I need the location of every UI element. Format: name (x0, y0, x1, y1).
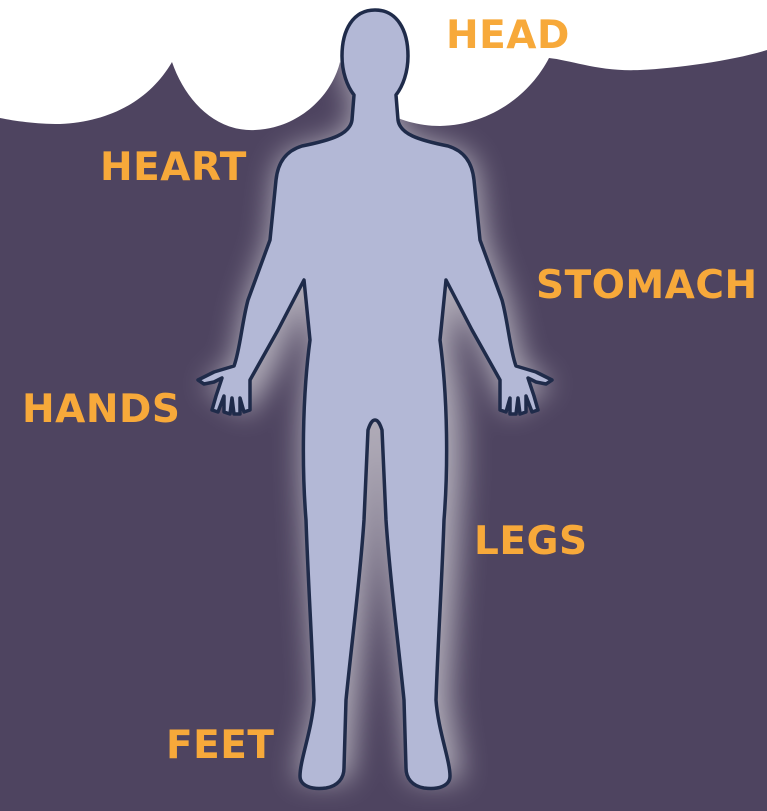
label-legs: LEGS (474, 522, 588, 561)
label-stomach: STOMACH (536, 266, 758, 305)
label-head: HEAD (446, 16, 570, 55)
label-heart: HEART (100, 148, 247, 187)
label-feet: FEET (166, 726, 275, 765)
label-hands: HANDS (22, 390, 180, 429)
